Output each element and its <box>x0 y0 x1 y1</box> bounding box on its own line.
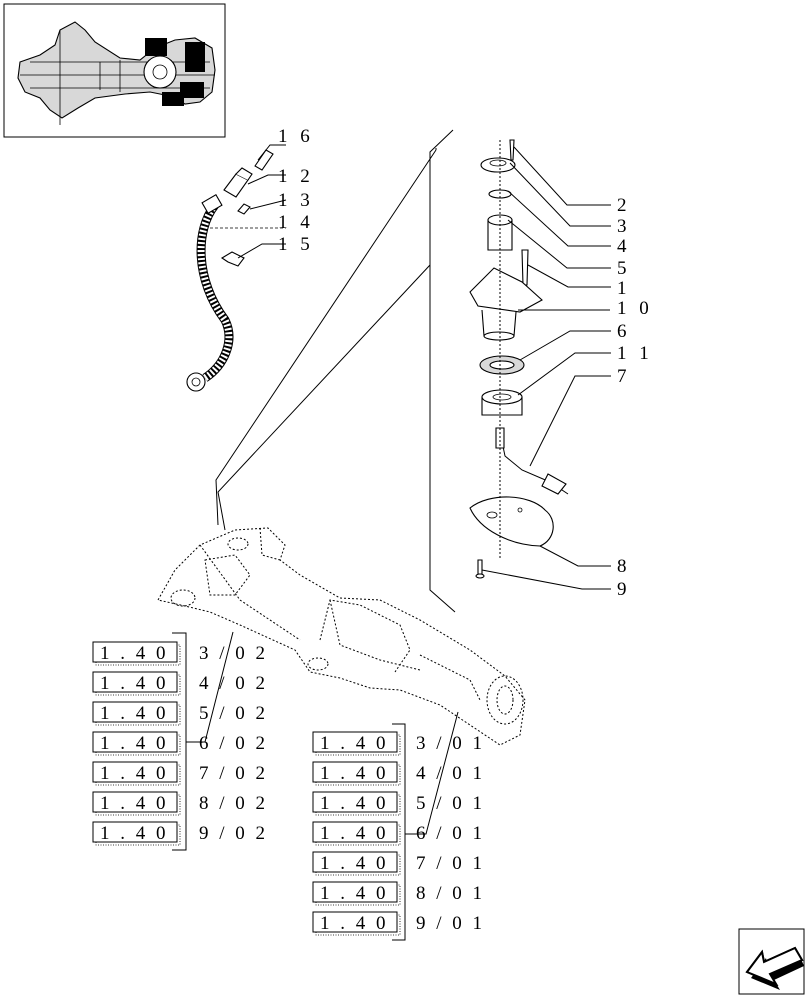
label-part-1: 1 <box>617 278 631 299</box>
reference-code: 1 . 4 0 <box>320 733 389 754</box>
label-part-16: 1 6 <box>278 126 314 147</box>
label-part-10: 1 0 <box>617 298 653 319</box>
reference-link[interactable]: 1 . 4 0 9 / 0 2 <box>92 821 268 846</box>
reference-code: 1 . 4 0 <box>320 883 389 904</box>
bolt-part-1 <box>521 249 529 286</box>
label-part-12: 1 2 <box>278 166 314 187</box>
reference-code: 1 . 4 0 <box>100 823 169 844</box>
label-part-9: 9 <box>617 579 631 600</box>
label-part-11: 1 1 <box>617 343 653 364</box>
previous-page-arrow-icon[interactable] <box>738 928 805 995</box>
bolt-part-9 <box>477 559 483 575</box>
reference-sheet: 8 / 0 1 <box>416 883 485 904</box>
reference-list-left: 1 . 4 0 3 / 0 2 1 . 4 0 4 / 0 2 1 . 4 0 … <box>92 641 268 846</box>
part-number-labels: 1 6 1 2 1 3 1 4 1 5 2 3 4 5 1 1 0 6 1 1 … <box>278 126 653 600</box>
reference-sheet: 8 / 0 2 <box>199 793 268 814</box>
reference-link[interactable]: 1 . 4 0 8 / 0 2 <box>92 791 268 816</box>
screw-part-13 <box>237 203 251 215</box>
reference-link[interactable]: 1 . 4 0 5 / 0 2 <box>92 701 268 726</box>
reference-code: 1 . 4 0 <box>100 733 169 754</box>
clip-part-15 <box>220 251 245 267</box>
label-part-5: 5 <box>617 258 631 279</box>
screw-part-2 <box>509 139 515 161</box>
axle-assembly-thumbnail-icon[interactable] <box>3 3 226 138</box>
reference-sheet: 3 / 0 1 <box>416 733 485 754</box>
axle-housing-outline <box>157 527 526 746</box>
reference-sheet: 7 / 0 1 <box>416 853 485 874</box>
reference-code: 1 . 4 0 <box>100 703 169 724</box>
reference-sheet: 6 / 0 1 <box>416 823 485 844</box>
reference-link[interactable]: 1 . 4 0 4 / 0 1 <box>312 761 485 786</box>
reference-link[interactable]: 1 . 4 0 9 / 0 1 <box>312 911 485 936</box>
label-part-7: 7 <box>617 366 631 387</box>
reference-link[interactable]: 1 . 4 0 3 / 0 1 <box>312 731 485 756</box>
label-part-13: 1 3 <box>278 190 314 211</box>
reference-sheet: 6 / 0 2 <box>199 733 268 754</box>
label-part-15: 1 5 <box>278 234 314 255</box>
housing-part-10 <box>469 267 543 313</box>
cover-part-3 <box>480 157 516 173</box>
reference-code: 1 . 4 0 <box>320 763 389 784</box>
label-part-2: 2 <box>617 195 631 216</box>
reference-code: 1 . 4 0 <box>100 793 169 814</box>
reference-list-right: 1 . 4 0 3 / 0 1 1 . 4 0 4 / 0 1 1 . 4 0 … <box>312 731 485 936</box>
label-part-8: 8 <box>617 556 631 577</box>
reference-code: 1 . 4 0 <box>320 823 389 844</box>
reference-sheet: 5 / 0 1 <box>416 793 485 814</box>
reference-sheet: 4 / 0 2 <box>199 673 268 694</box>
reference-link[interactable]: 1 . 4 0 6 / 0 2 <box>92 731 268 756</box>
reference-link[interactable]: 1 . 4 0 7 / 0 2 <box>92 761 268 786</box>
reference-code: 1 . 4 0 <box>320 793 389 814</box>
label-part-4: 4 <box>617 236 631 257</box>
gasket-part-8 <box>469 496 554 547</box>
reference-code: 1 . 4 0 <box>320 913 389 934</box>
reference-link[interactable]: 1 . 4 0 6 / 0 1 <box>312 821 485 846</box>
reference-bracket-right <box>392 711 459 941</box>
reference-link[interactable]: 1 . 4 0 3 / 0 2 <box>92 641 268 666</box>
label-part-6: 6 <box>617 321 631 342</box>
label-part-14: 1 4 <box>278 212 314 233</box>
reference-sheet: 9 / 0 2 <box>199 823 268 844</box>
reference-link[interactable]: 1 . 4 0 7 / 0 1 <box>312 851 485 876</box>
reference-link[interactable]: 1 . 4 0 8 / 0 1 <box>312 881 485 906</box>
reference-sheet: 4 / 0 1 <box>416 763 485 784</box>
sensor-cable-assembly <box>186 144 287 392</box>
reference-code: 1 . 4 0 <box>100 643 169 664</box>
reference-link[interactable]: 1 . 4 0 4 / 0 2 <box>92 671 268 696</box>
reference-sheet: 3 / 0 2 <box>199 643 268 664</box>
reference-sheet: 7 / 0 2 <box>199 763 268 784</box>
label-part-3: 3 <box>617 216 631 237</box>
reference-sheet: 9 / 0 1 <box>416 913 485 934</box>
reference-link[interactable]: 1 . 4 0 5 / 0 1 <box>312 791 485 816</box>
reference-code: 1 . 4 0 <box>320 853 389 874</box>
reference-bracket-left <box>172 631 234 851</box>
reference-code: 1 . 4 0 <box>100 763 169 784</box>
reference-code: 1 . 4 0 <box>100 673 169 694</box>
reference-sheet: 5 / 0 2 <box>199 703 268 724</box>
sensor-stack-assembly <box>215 129 611 613</box>
